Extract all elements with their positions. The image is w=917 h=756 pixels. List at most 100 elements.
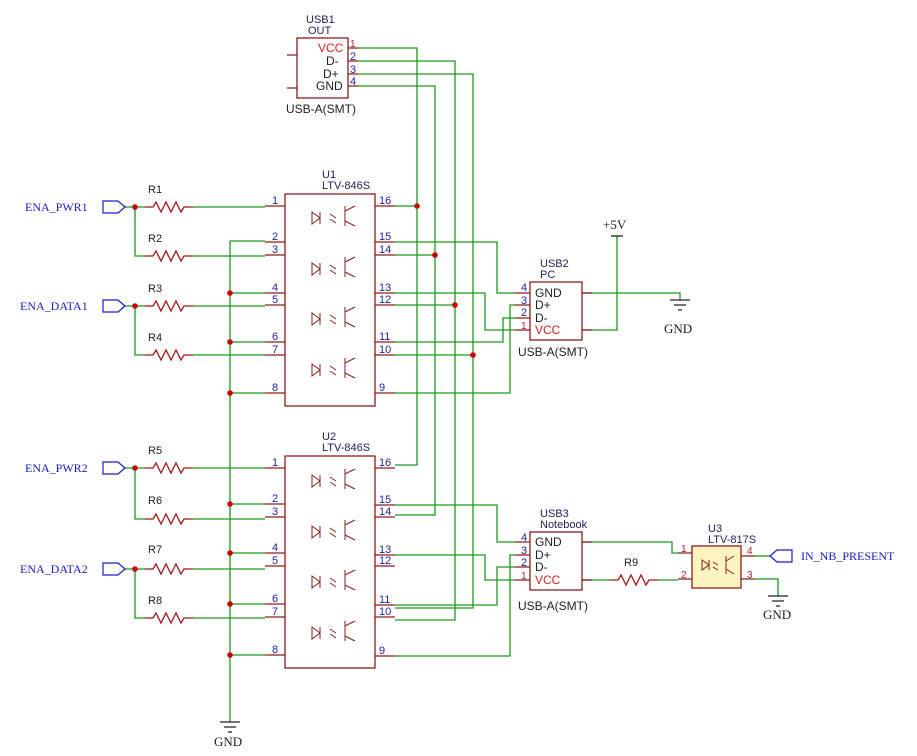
resistor-r4[interactable]: R4: [145, 332, 193, 362]
resistor-r8[interactable]: R8: [145, 595, 193, 625]
u1-pin-num: 11: [379, 331, 390, 343]
junction-dot: [452, 302, 458, 308]
usb3-pin-name: VCC: [535, 573, 561, 587]
u2-pin-num: 9: [379, 645, 385, 657]
u2-value: LTV-846S: [322, 442, 370, 454]
net-label-text: ENA_PWR1: [25, 200, 88, 214]
junction-dot: [227, 550, 233, 556]
usb1-pin-num: 2: [350, 51, 356, 63]
u1-pin-num: 12: [379, 294, 391, 306]
resistor-label: R8: [148, 595, 162, 607]
u2-pin-num: 3: [272, 506, 278, 518]
usb2-pin-num: 3: [521, 295, 527, 307]
u3-optocoupler[interactable]: U3 LTV-817S 1 2 4 3: [678, 523, 756, 589]
net-label-text: IN_NB_PRESENT: [801, 549, 895, 563]
usb3-pin-name: D-: [535, 560, 548, 574]
u2-ref: U2: [322, 431, 336, 443]
gnd-symbol-u3[interactable]: GND: [763, 595, 791, 622]
resistor-r3[interactable]: R3: [145, 283, 193, 313]
wires: [125, 47, 779, 722]
usb2-pin-name: D+: [535, 298, 551, 312]
u2-opto-elements: [311, 468, 356, 642]
usb2-pin-name: GND: [535, 286, 562, 300]
net-label-text: ENA_DATA2: [20, 562, 88, 576]
u1-pin-num: 16: [379, 195, 391, 207]
resistor-r7[interactable]: R7: [145, 544, 193, 576]
gnd-label: GND: [664, 321, 692, 336]
net-port-ena-pwr1[interactable]: ENA_PWR1: [25, 200, 126, 214]
usb2-pin-num: 1: [521, 321, 527, 332]
junction-dot: [132, 303, 138, 309]
u1-pin-num: 5: [272, 294, 278, 306]
u1-pin-num: 6: [272, 331, 278, 343]
usb3-value: Notebook: [540, 519, 588, 531]
usb3-pin-num: 1: [521, 571, 527, 582]
gnd-symbol-usb2[interactable]: GND: [664, 299, 692, 336]
resistor-r9[interactable]: R9: [610, 557, 658, 587]
u2-body: [284, 455, 376, 669]
u1-value: LTV-846S: [322, 180, 370, 192]
junction-dot: [227, 501, 233, 507]
usb3-pin-num: 3: [521, 545, 527, 557]
usb2-pin-num: 2: [521, 307, 527, 319]
resistor-label: R4: [148, 332, 162, 344]
junction-dot: [470, 352, 476, 358]
vcc-5v-symbol[interactable]: +5V: [603, 217, 627, 237]
u1-pin-num: 7: [272, 344, 278, 356]
u1-optocoupler[interactable]: U1 LTV-846S 1 2 3 4 5 6 7 8 16 15 14 13 …: [265, 169, 395, 407]
net-label-text: ENA_PWR2: [25, 461, 88, 475]
junction-dot: [227, 339, 233, 345]
usb2-value: PC: [540, 269, 555, 281]
resistor-r2[interactable]: R2: [145, 233, 193, 263]
net-port-ena-pwr2[interactable]: ENA_PWR2: [25, 461, 126, 475]
net-port-ena-data2[interactable]: ENA_DATA2: [20, 562, 126, 576]
junction-dot: [414, 203, 420, 209]
u3-body: [691, 545, 742, 589]
junction-dot: [132, 465, 138, 471]
junction-dot: [132, 204, 138, 210]
resistor-r6[interactable]: R6: [145, 495, 193, 526]
u1-pin-num: 10: [379, 344, 391, 356]
usb2-footprint: USB-A(SMT): [518, 345, 588, 359]
resistor-r1[interactable]: R1: [145, 184, 193, 214]
usb3-connector[interactable]: USB3 Notebook GND D+ D- VCC 4 3 2 1 USB-…: [515, 508, 592, 613]
vcc-label: +5V: [603, 217, 627, 232]
resistor-label: R7: [148, 544, 162, 556]
u2-optocoupler[interactable]: U2 LTV-846S 1 2 3 4 5 6 7 8 16 15 14 13 …: [265, 431, 395, 669]
u3-pin-num: 3: [747, 570, 753, 581]
junction-dot: [227, 290, 233, 296]
u2-pin-num: 5: [272, 555, 278, 567]
usb1-ref: USB1: [306, 14, 335, 26]
resistor-label: R3: [148, 283, 162, 295]
net-port-in-nb-present[interactable]: IN_NB_PRESENT: [769, 549, 895, 563]
u2-pin-num: 7: [272, 606, 278, 618]
u3-pin-num: 2: [681, 570, 687, 581]
gnd-symbol-left[interactable]: GND: [214, 721, 242, 749]
junction-dot: [432, 252, 438, 258]
usb3-pin-name: D+: [535, 548, 551, 562]
usb3-pin-name: GND: [535, 535, 562, 549]
u3-pin-num: 4: [747, 546, 753, 557]
u1-pin-num: 15: [379, 231, 391, 243]
junction-dot: [132, 566, 138, 572]
u1-opto-elements: [311, 205, 356, 379]
junction-dot: [227, 390, 233, 396]
net-port-ena-data1[interactable]: ENA_DATA1: [20, 299, 126, 313]
u2-pin-num: 1: [272, 457, 278, 469]
resistor-r5[interactable]: R5: [145, 445, 193, 475]
u2-pin-num: 13: [379, 544, 391, 556]
u1-body: [284, 193, 376, 407]
usb3-pin-num: 2: [521, 557, 527, 569]
u1-pin-num: 8: [272, 382, 278, 394]
net-label-text: ENA_DATA1: [20, 299, 88, 313]
u3-opto-elements: [701, 555, 735, 575]
u1-pin-num: 2: [272, 231, 278, 243]
usb1-pin-name: D+: [323, 67, 339, 81]
usb3-footprint: USB-A(SMT): [518, 599, 588, 613]
usb1-connector[interactable]: USB1 OUT VCC D- D+ GND 1 2 3 4 USB-A(SMT…: [286, 14, 358, 116]
usb2-connector[interactable]: USB2 PC GND D+ D- VCC 4 3 2 1 USB-A(SMT): [515, 258, 592, 359]
usb2-pin-name: VCC: [535, 323, 561, 337]
u3-ref: U3: [708, 523, 722, 535]
usb1-pin-name: D-: [326, 54, 339, 68]
